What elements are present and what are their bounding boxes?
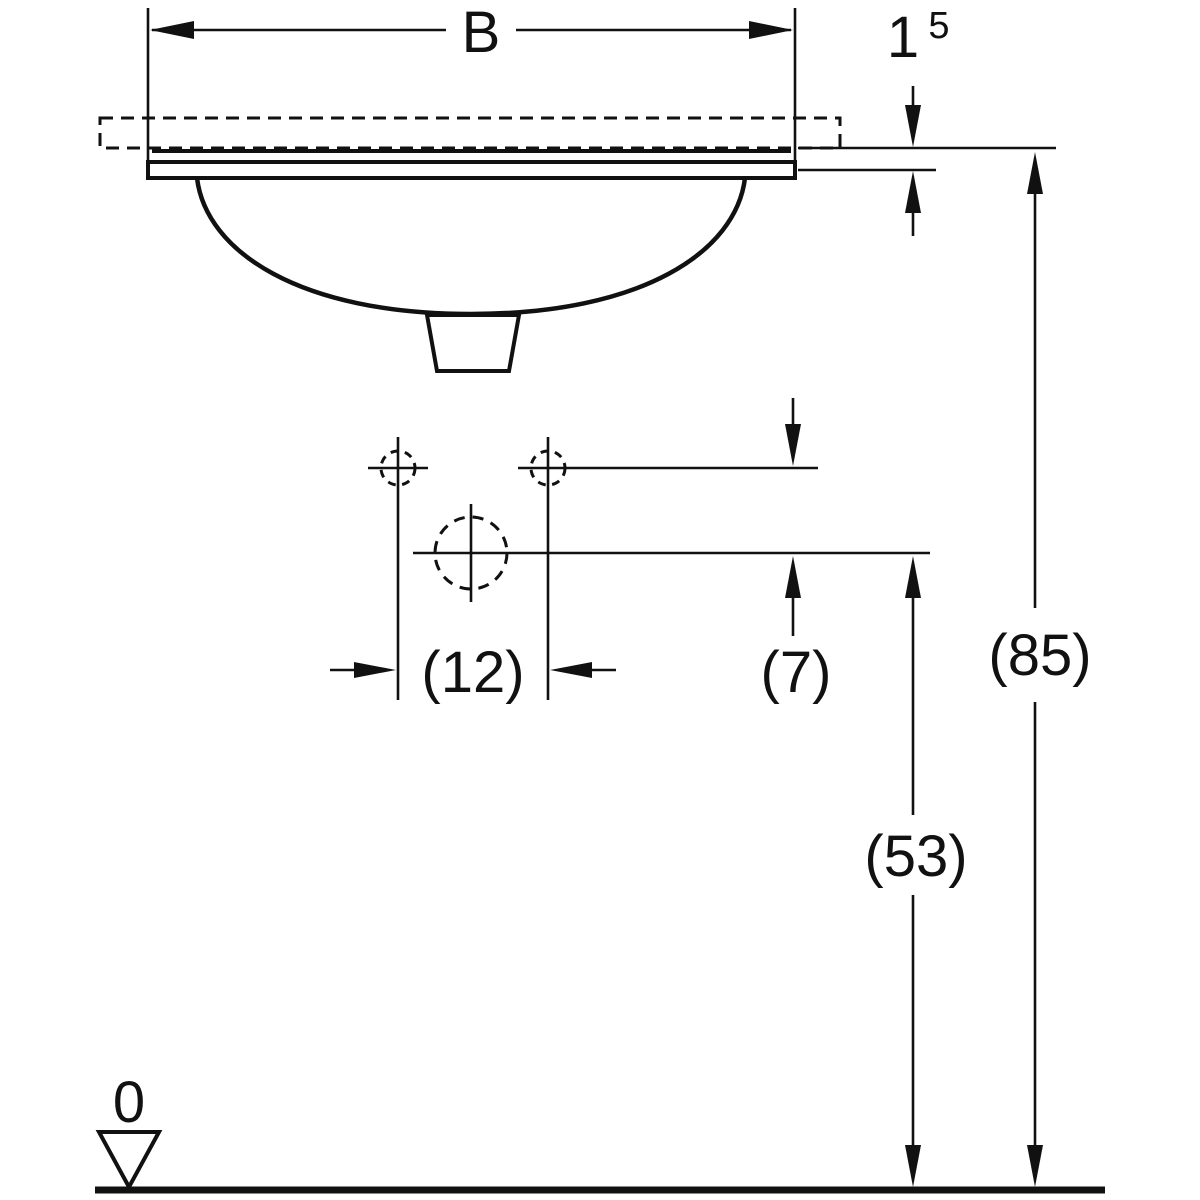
countertop-dashed-rect — [98, 116, 842, 150]
arrow-right-icon — [354, 662, 396, 678]
drain-outlet — [424, 313, 522, 373]
tap-to-outlet-dimension: (7) — [761, 398, 832, 705]
arrow-right-icon — [749, 21, 793, 39]
tap-hole-right — [518, 437, 818, 700]
floor-zero-label: 0 — [113, 1070, 145, 1135]
arrow-up-icon — [905, 556, 921, 598]
arrow-up-icon — [785, 556, 801, 598]
arrow-up-icon — [1027, 152, 1043, 194]
tap-spacing-dimension: (12) — [330, 640, 616, 705]
drain-centre-marker — [413, 504, 930, 602]
arrow-down-icon — [785, 424, 801, 466]
overall-height-dimension: (85) — [988, 152, 1092, 1187]
rim-thickness-dimension: 1 5 — [887, 5, 950, 236]
dim-tap-spacing-label: (12) — [421, 640, 524, 705]
bowl-outline — [194, 177, 748, 317]
dim-outlet-height-label: (53) — [864, 824, 967, 889]
dim-overall-height-label: (85) — [988, 623, 1091, 688]
dim-outlet-offset-label: (7) — [761, 640, 832, 705]
washbasin — [146, 149, 797, 373]
tap-hole-left — [368, 437, 428, 700]
dim-rim-thickness-exponent: 5 — [928, 5, 949, 47]
level-triangle-icon — [95, 1130, 163, 1192]
arrow-down-icon — [905, 105, 921, 147]
countertop-outline — [98, 116, 842, 150]
arrow-down-icon — [905, 1145, 921, 1187]
arrow-left-icon — [150, 21, 194, 39]
arrow-left-icon — [550, 662, 592, 678]
b-dimension: B — [146, 0, 797, 162]
arrow-up-icon — [905, 171, 921, 213]
zero-level-marker: 0 — [95, 1070, 163, 1192]
rim-flange — [146, 160, 797, 180]
outlet-height-dimension: (53) — [864, 556, 968, 1187]
arrow-down-icon — [1027, 1145, 1043, 1187]
dim-b-label: B — [462, 0, 501, 65]
dim-rim-thickness-value: 1 — [887, 5, 919, 70]
